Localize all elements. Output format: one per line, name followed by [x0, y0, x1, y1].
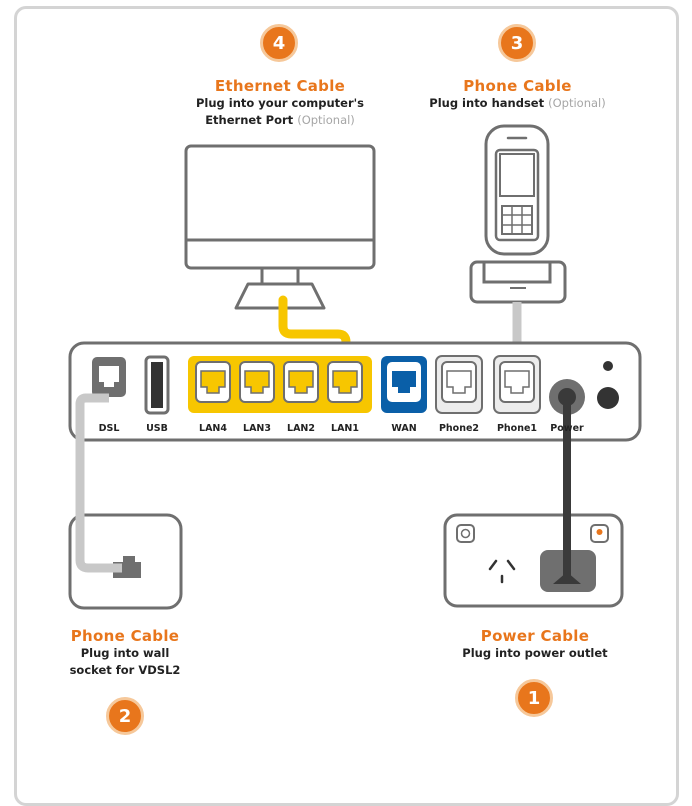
ethernet-optional-note: (Optional)	[297, 113, 355, 127]
wall-cable-label: Phone Cable Plug into wall socket for VD…	[40, 628, 210, 679]
phone2-port	[435, 355, 483, 414]
wall-phone-socket-icon	[68, 513, 183, 610]
step-2-badge: 2	[106, 697, 144, 735]
power-cable-title: Power Cable	[480, 627, 590, 645]
handset-cable-label: Phone Cable Plug into handset (Optional)	[400, 78, 635, 112]
handset-cable-desc: Plug into handset	[429, 96, 545, 110]
handset-cable-title: Phone Cable	[463, 77, 572, 95]
step-4-badge: 4	[260, 24, 298, 62]
router-led	[603, 361, 613, 371]
port-label-lan1: LAN1	[331, 423, 359, 434]
handset-optional-note: (Optional)	[548, 96, 606, 110]
port-label-phone1: Phone1	[496, 423, 538, 434]
step-1-badge: 1	[515, 679, 553, 717]
computer-monitor-icon	[184, 144, 376, 310]
port-label-dsl: DSL	[98, 423, 120, 434]
lan-ports-block	[188, 356, 372, 413]
wall-phone-cable	[75, 393, 122, 573]
power-cable-label: Power Cable Plug into power outlet	[430, 628, 640, 662]
port-label-lan3: LAN3	[243, 423, 271, 434]
port-label-wan: WAN	[391, 423, 417, 434]
port-label-lan4: LAN4	[199, 423, 227, 434]
port-label-power: Power	[550, 423, 584, 434]
usb-port	[144, 355, 170, 415]
wan-port	[381, 356, 427, 413]
port-label-lan2: LAN2	[287, 423, 315, 434]
ethernet-cable-desc-line2: Ethernet Port	[205, 113, 294, 127]
dsl-port	[92, 357, 126, 397]
ethernet-cable-title: Ethernet Cable	[214, 77, 346, 95]
power-port	[549, 379, 585, 415]
ethernet-cable-label: Ethernet Cable Plug into your computer's…	[150, 78, 410, 129]
cordless-phone-icon	[469, 124, 567, 304]
port-label-usb: USB	[146, 423, 168, 434]
wall-cable-desc-line1: Plug into wall	[80, 646, 170, 660]
step-3-badge: 3	[498, 24, 536, 62]
ethernet-cable-desc-line1: Plug into your computer's	[195, 96, 365, 110]
wall-cable-desc-line2: socket for VDSL2	[69, 663, 181, 677]
power-outlet-icon	[443, 513, 624, 608]
router-power-button	[597, 387, 619, 409]
phone1-port	[493, 355, 541, 414]
power-cable-desc: Plug into power outlet	[462, 646, 608, 660]
wall-cable-title: Phone Cable	[70, 627, 180, 645]
ethernet-cable	[278, 295, 351, 380]
port-label-phone2: Phone2	[438, 423, 480, 434]
